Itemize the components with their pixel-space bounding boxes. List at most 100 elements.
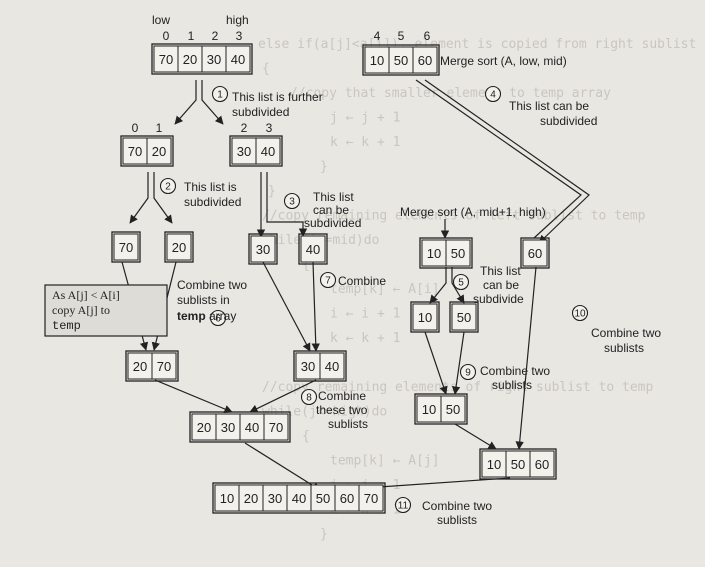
array-cell-value: 50: [316, 491, 330, 506]
array-cell-value: 40: [325, 359, 339, 374]
note-line: temp: [52, 319, 81, 333]
array-single-50: 50: [449, 301, 479, 333]
merge-arrow: [249, 379, 317, 413]
array-cell-value: 70: [119, 240, 133, 255]
array-cell-value: 10: [427, 246, 441, 261]
array-cell: [319, 352, 345, 380]
merge-arrow: [515, 266, 537, 450]
step11-label: sublists: [437, 513, 477, 527]
array-merged-10-50-60: 10 50 60: [479, 448, 557, 480]
array-cell: [166, 233, 192, 261]
split-arrow: [174, 80, 197, 125]
array-cell-value: 60: [418, 53, 432, 68]
array-cell-value: 30: [221, 420, 235, 435]
background-code-line: temp[k] ← A[i]: [330, 282, 440, 297]
background-code-line: }: [320, 527, 328, 542]
array-cell-value: 20: [244, 491, 258, 506]
step3-label: This list: [313, 190, 354, 204]
array-cell: [388, 46, 414, 74]
low-header: low: [152, 13, 170, 27]
array-cell: [122, 137, 148, 165]
array-cell: [412, 303, 438, 331]
note-box: As A[j] < A[i] copy A[j] to temp: [44, 284, 168, 337]
array-cell-value: 30: [301, 359, 315, 374]
step1-label: subdivided: [232, 105, 289, 119]
merge-arrow: [262, 261, 311, 352]
step-4-number: 4: [490, 90, 496, 101]
array-cell-value: 40: [261, 144, 275, 159]
index-label: 5: [398, 29, 405, 43]
array-cell-value: 60: [340, 491, 354, 506]
array-cell: [440, 395, 466, 423]
step8-label: these two: [316, 403, 368, 417]
step4-label: subdivided: [540, 114, 597, 128]
step-4-marker: [484, 85, 502, 103]
step5-label: can be: [483, 278, 519, 292]
step-9-number: 9: [465, 368, 471, 379]
array-cell-value: 20: [172, 240, 186, 255]
array-cell: [153, 45, 179, 73]
array-cell: [214, 484, 240, 512]
array-cell-value: 40: [292, 491, 306, 506]
array-cell: [451, 303, 477, 331]
step-2-marker: [159, 177, 177, 195]
step-10-number: 10: [574, 309, 586, 320]
array-single-20: 20: [164, 231, 194, 263]
array-cell: [238, 484, 264, 512]
step7-label: Combine: [338, 274, 386, 288]
array-cell-value: 10: [487, 457, 501, 472]
index-label: 2: [241, 121, 248, 135]
background-code-line: //copy remaining elements of left sublis…: [262, 209, 646, 224]
background-code-line: //copy that smaller element to temp arra…: [290, 86, 611, 101]
step6-label: array: [209, 309, 236, 323]
array-cell: [113, 233, 139, 261]
step1-label: This list is further: [232, 90, 323, 104]
step-7-number: 7: [325, 276, 331, 287]
array-cell: [412, 46, 438, 74]
index-label: 4: [374, 29, 381, 43]
array-cell: [416, 395, 442, 423]
step-8-marker: [300, 388, 318, 406]
array-cell-value: 50: [457, 310, 471, 325]
step5-label: This list: [480, 264, 521, 278]
step-1-marker: [211, 85, 229, 103]
array-cell-value: 50: [511, 457, 525, 472]
background-code-line: k ← k + 1: [330, 331, 400, 346]
merge-arrow: [154, 379, 233, 413]
array-cell: [529, 450, 555, 478]
background-code-line: {: [302, 429, 310, 444]
split-arrow: [129, 172, 149, 224]
index-label: 0: [163, 29, 170, 43]
step-10-marker: [571, 304, 589, 322]
step-7-marker: [319, 271, 337, 289]
array-cell: [201, 45, 227, 73]
background-code-line: j ← j + 1: [330, 111, 400, 126]
array-cell-value: 60: [535, 457, 549, 472]
array-cell: [239, 413, 265, 441]
array-cell-value: 50: [394, 53, 408, 68]
merge-arrow: [454, 423, 497, 450]
background-code-line: }: [268, 184, 276, 199]
array-cell-value: 20: [133, 359, 147, 374]
note-line: As A[j] < A[i]: [52, 288, 120, 302]
array-cell-value: 20: [152, 144, 166, 159]
array-cell: [225, 45, 251, 73]
array-cell: [358, 484, 384, 512]
array-cell: [334, 484, 360, 512]
step-3-marker: [283, 192, 301, 210]
array-cell-value: 30: [256, 242, 270, 257]
array-cell: [255, 137, 281, 165]
array-cell-value: 70: [159, 52, 173, 67]
step-6-number: 6: [215, 314, 221, 325]
array-cell-value: 40: [306, 242, 320, 257]
array-cell: [481, 450, 507, 478]
array-cell-value: 20: [197, 420, 211, 435]
array-cell-value: 70: [269, 420, 283, 435]
